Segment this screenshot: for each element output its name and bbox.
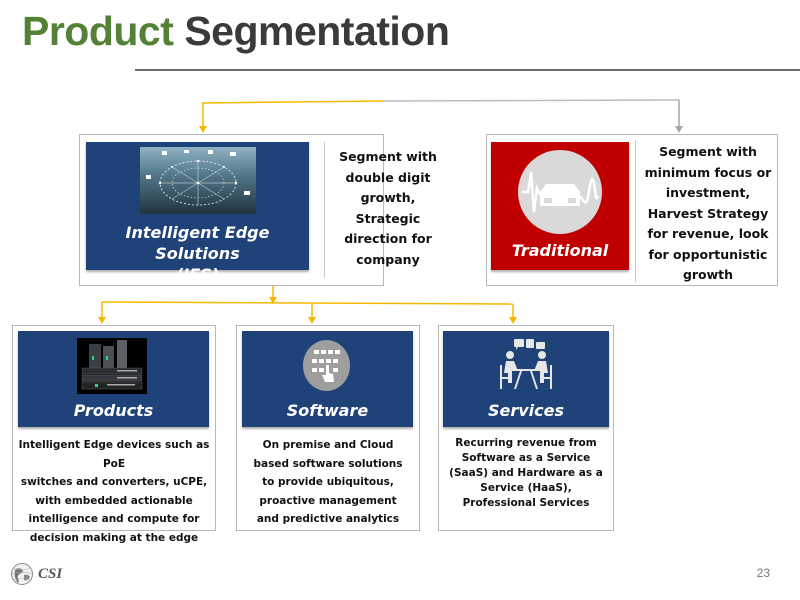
desc-line: for revenue, look	[647, 226, 769, 241]
desc-line: direction for	[344, 231, 432, 246]
desc-line: double digit	[345, 169, 431, 185]
separator-traditional	[635, 140, 636, 282]
arrowhead-products	[98, 317, 106, 324]
touch-grid-icon	[303, 340, 350, 391]
meeting-people-icon	[498, 339, 554, 393]
connector-branch	[101, 301, 514, 305]
desc-line: to provide ubiquitous,	[262, 476, 394, 488]
slide-title: Product Segmentation	[22, 8, 450, 55]
tile-label-traditional: Traditional	[511, 241, 609, 260]
desc-line: with embedded actionable	[35, 494, 193, 507]
desc-line: Service (HaaS),	[480, 482, 572, 494]
tile-label-services: Services	[487, 401, 565, 420]
desc-line: investment,	[665, 185, 751, 200]
desc-line: (SaaS) and Hardware as a	[449, 467, 603, 479]
description-traditional: Segment with minimum focus or investment…	[637, 142, 779, 286]
tile-ies[interactable]: Intelligent Edge Solutions (IES)	[86, 142, 309, 284]
desc-line: and predictive analytics	[256, 513, 400, 525]
desc-line: Segment with	[339, 149, 437, 164]
tile-services[interactable]: Services	[443, 331, 609, 427]
device-waveform-icon	[518, 150, 602, 234]
desc-line: Recurring revenue from	[455, 437, 597, 449]
title-underline	[135, 69, 800, 71]
desc-line: On premise and Cloud	[262, 439, 394, 451]
arrowhead-services	[509, 317, 517, 324]
title-word-product: Product	[22, 8, 174, 54]
logo-text: CSI	[38, 565, 63, 582]
network-switches-image	[77, 338, 147, 394]
tile-software[interactable]: Software	[242, 331, 413, 427]
arrowhead-traditional	[675, 126, 683, 133]
desc-line: proactive management	[259, 494, 397, 507]
arrowhead-ies	[199, 126, 207, 133]
desc-line: Strategic	[355, 210, 421, 226]
tile-label-software: Software	[286, 401, 369, 420]
desc-line: growth,	[360, 190, 416, 205]
arrowhead-software	[308, 317, 316, 324]
description-services: Recurring revenue from Software as a Ser…	[438, 436, 614, 511]
connector-to-ies	[202, 100, 384, 128]
tile-label-ies-line1: Intelligent Edge Solutions	[125, 223, 270, 263]
description-ies: Segment with double digit growth, Strate…	[326, 147, 450, 270]
desc-line: Intelligent Edge devices such as PoE	[18, 439, 210, 470]
desc-line: minimum focus or	[644, 164, 772, 180]
desc-line: decision making at the edge	[29, 531, 199, 544]
title-word-segmentation: Segmentation	[184, 8, 450, 54]
description-software: On premise and Cloud based software solu…	[236, 436, 420, 529]
tile-label-ies: Intelligent Edge Solutions (IES)	[86, 222, 309, 285]
csi-logo: CSI	[10, 562, 62, 586]
network-brain-image	[140, 147, 256, 214]
desc-line: for opportunistic	[648, 246, 768, 262]
desc-line: switches and converters, uCPE,	[20, 476, 208, 488]
arrowhead-ies-down	[269, 297, 277, 304]
desc-line: Harvest Strategy	[647, 205, 769, 221]
connector-top-gray	[382, 99, 680, 102]
desc-line: Professional Services	[462, 497, 590, 509]
desc-line: intelligence and compute for	[28, 513, 200, 525]
tile-label-ies-line2: (IES)	[175, 265, 220, 284]
description-products: Intelligent Edge devices such as PoE swi…	[12, 436, 216, 547]
separator-ies	[324, 142, 325, 278]
desc-line: Segment with	[659, 144, 757, 159]
tile-label-products: Products	[73, 401, 154, 420]
desc-line: company	[356, 251, 420, 267]
tile-traditional[interactable]: Traditional	[491, 142, 629, 270]
desc-line: Software as a Service	[461, 452, 591, 464]
globe-icon	[11, 563, 33, 585]
page-number: 23	[756, 566, 770, 580]
desc-line: based software solutions	[253, 457, 403, 470]
desc-line: growth	[682, 267, 734, 282]
tile-products[interactable]: Products	[18, 331, 209, 427]
